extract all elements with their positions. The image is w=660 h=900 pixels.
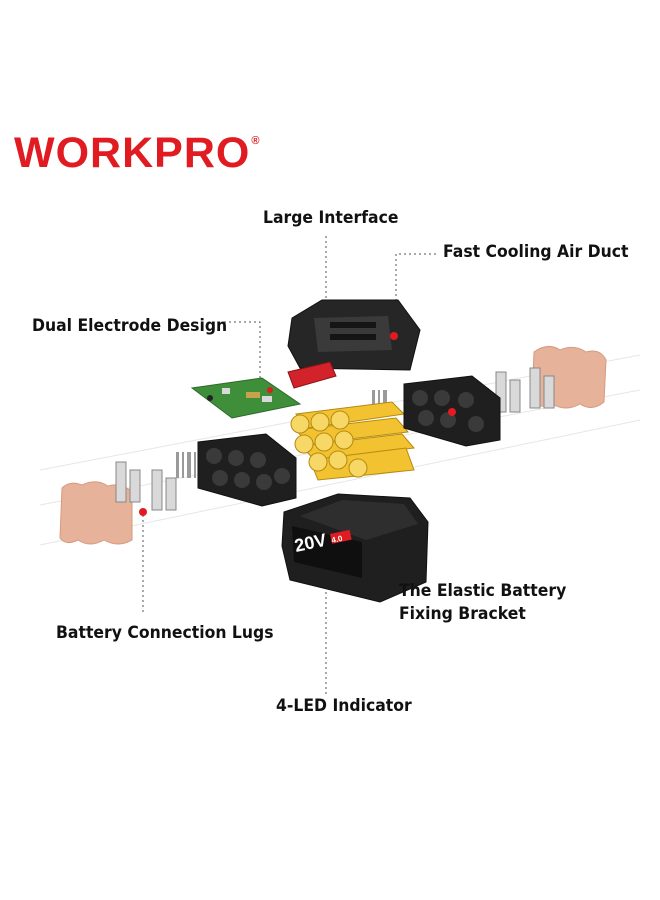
battery-cells [290, 401, 415, 481]
callout-battery-connection-lugs: Battery Connection Lugs [56, 623, 274, 643]
lug-indicator-dot [139, 508, 147, 516]
callout-elastic-bracket-line2: Fixing Bracket [399, 604, 526, 624]
workpro-logo: WORKPRO® [14, 132, 260, 175]
right-connection-lugs [495, 367, 555, 413]
left-copper-pad [59, 481, 133, 545]
callout-4-led-indicator: 4-LED Indicator [276, 696, 412, 716]
callout-large-interface: Large Interface [263, 208, 399, 228]
pcb-board [190, 377, 302, 419]
right-cell-holder [403, 375, 501, 447]
left-connection-lugs [115, 461, 177, 511]
red-latch [287, 361, 337, 389]
stripe-marks-left [176, 452, 196, 478]
battery-capacity-label: 4.0 [331, 534, 344, 545]
left-cell-holder [197, 433, 297, 507]
top-cover [287, 299, 421, 371]
registered-mark: ® [251, 135, 261, 147]
right-copper-pad [531, 346, 607, 409]
bottom-case: 20V 4.0 [281, 493, 429, 603]
callout-dual-electrode-design: Dual Electrode Design [32, 316, 228, 336]
brand-name: WORKPRO [14, 129, 251, 177]
callout-fast-cooling-air-duct: Fast Cooling Air Duct [443, 242, 629, 262]
callout-elastic-bracket-line1: The Elastic Battery [399, 581, 567, 601]
